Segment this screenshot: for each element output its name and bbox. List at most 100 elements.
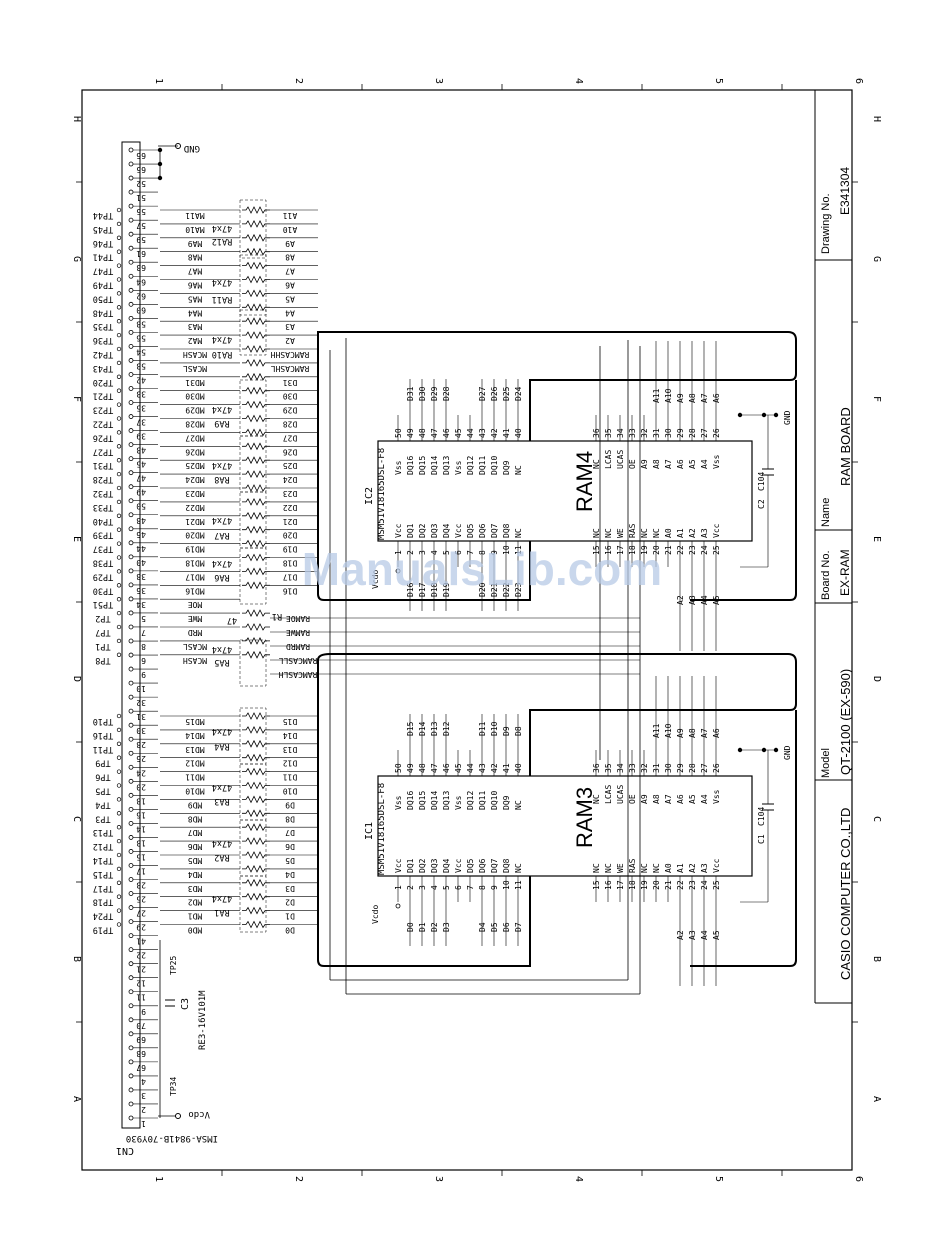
ram4-pin-name: A2 [688, 528, 697, 538]
testpoint-marker [116, 880, 122, 885]
cn1-pin-number: 25 [136, 895, 146, 904]
cn1-pin-hole [128, 147, 134, 153]
cn1-pin-hole [128, 245, 134, 251]
cn1-pin-hole [128, 554, 134, 560]
ram3-pin-number: 35 [604, 763, 613, 773]
cn1-pin-number: 11 [136, 993, 146, 1002]
cn1-pin-hole [128, 1073, 134, 1079]
ram3-pin-name: DQ13 [442, 791, 451, 810]
cn1-pin-number: 64 [136, 277, 146, 286]
connector-signal-label: MD25 [185, 461, 204, 470]
cn1-pin-hole [128, 344, 134, 349]
testpoint-marker [116, 360, 122, 366]
resistor-symbol [242, 372, 270, 381]
ram4-pin-number: 20 [652, 545, 661, 555]
testpoint-label: TP32 [93, 488, 113, 498]
testpoint-marker [116, 499, 122, 505]
drawing-no-value: E341304 [838, 167, 852, 215]
ram4-cap-ref: C2 [757, 499, 766, 509]
connector-signal-label: MD17 [185, 572, 204, 581]
ram3-pin-name: DQ11 [478, 791, 487, 810]
testpoint-label: TP24 [93, 911, 113, 921]
connector-signal-label: MA8 [188, 253, 203, 262]
testpoint-label: TP19 [93, 925, 113, 935]
resistor-symbol [242, 539, 270, 548]
cn1-pin-hole [128, 568, 134, 574]
ram3-pin-name: NC [652, 863, 661, 873]
net-label: D12 [283, 759, 298, 768]
resistor-symbol [242, 289, 270, 298]
ram4-block: 50Vss49DQ1648DQ1547DQ1446DQ1345Vss44DQ12… [371, 341, 792, 651]
cn1-pin-number: 45 [136, 460, 146, 469]
model-label: Model [820, 748, 832, 778]
ram4-pin-name: NC [514, 465, 523, 475]
connector-signal-label: MD3 [188, 884, 203, 893]
cn1-pin-number: 29 [136, 923, 146, 932]
ram4-outline-right [690, 380, 797, 601]
border-top-number: 6 [853, 78, 864, 84]
testpoint-label: TP5 [95, 786, 110, 796]
ram4-pin-name: DQ16 [406, 456, 415, 475]
cn1-pin-hole [128, 736, 134, 742]
ram3-pin-name: A8 [652, 794, 661, 804]
resistor-array-outline [239, 199, 267, 259]
resistor-array-label: RA3 [214, 796, 229, 806]
cn1-pin-hole [128, 442, 134, 448]
ram3-pin-number: 15 [592, 880, 601, 890]
resistor-array-outline [239, 309, 267, 356]
connector-signal-label: MD19 [185, 545, 204, 554]
ram3-top-net-label: D14 [418, 721, 427, 736]
testpoint-marker [116, 527, 122, 532]
connector-signal-label: MD13 [185, 745, 204, 754]
cn1-pin-hole [128, 259, 134, 265]
ram3-part: MSM51V18165DSL-F8 [377, 783, 387, 875]
testpoint-marker [116, 908, 122, 913]
testpoint-label: TP20 [93, 377, 113, 387]
connector-signal-label: MWE [188, 614, 203, 623]
cn1-pin-hole [128, 750, 134, 756]
ram3-pin-number: 20 [652, 880, 661, 890]
ram4-pin-number: 2 [406, 550, 415, 555]
ram4-pin-number: 30 [664, 428, 673, 438]
ram4-bottom-net-label: D18 [430, 582, 439, 597]
testpoint-marker [116, 583, 122, 588]
ram4-top-net-label: D31 [406, 386, 415, 401]
testpoint-label: TP12 [93, 841, 113, 851]
resistor-array-label: RA1 [214, 907, 229, 917]
cn1-pin-hole [128, 1101, 134, 1107]
cn1-pin-number: 1 [141, 1119, 146, 1128]
border-right-letter: C [871, 816, 882, 822]
ram4-bottom-net-label: D19 [442, 582, 451, 597]
connector-signal-label: MD21 [185, 517, 204, 526]
net-label: RAMCASHL [271, 364, 310, 373]
resistor-symbol [242, 233, 270, 242]
connector-signal-label: MD26 [185, 447, 204, 456]
testpoint-label: TP41 [93, 252, 113, 262]
ram3-pin-number: 48 [418, 763, 427, 773]
ram3-pin-number: 25 [712, 880, 721, 890]
cn1-pin-hole [128, 372, 134, 377]
testpoint-label: TP36 [93, 335, 113, 345]
ram4-pin-name: A7 [664, 459, 673, 469]
cn1-pin-number: 54 [136, 347, 146, 356]
connector-signal-label: MD15 [185, 717, 204, 726]
ram4-pin-name: Vss [394, 460, 403, 475]
ram3-pin-name: UCAS [616, 785, 625, 804]
resistor-symbol [242, 823, 270, 832]
cn1-pin-number: 3 [141, 1091, 146, 1100]
cn1-pin-hole [128, 315, 134, 321]
ram3-pin-name: DQ7 [490, 858, 499, 873]
connector-signal-label: MD31 [185, 378, 204, 387]
ram4-pin-name: DQ10 [490, 456, 499, 475]
ram3-pin-number: 34 [616, 763, 625, 773]
connector-signal-label: MD18 [185, 559, 204, 568]
ram3-pin-name: LCAS [604, 785, 613, 804]
resistor-symbol [242, 650, 270, 659]
ram3-addr-label: A9 [676, 728, 685, 738]
ram3-addr-label: A11 [652, 723, 661, 738]
resistor-array-label: 47x4 [212, 515, 232, 525]
cn1-vcc-terminal [175, 1113, 181, 1119]
resistor-array-outline [239, 435, 267, 493]
testpoint-marker [116, 783, 122, 788]
